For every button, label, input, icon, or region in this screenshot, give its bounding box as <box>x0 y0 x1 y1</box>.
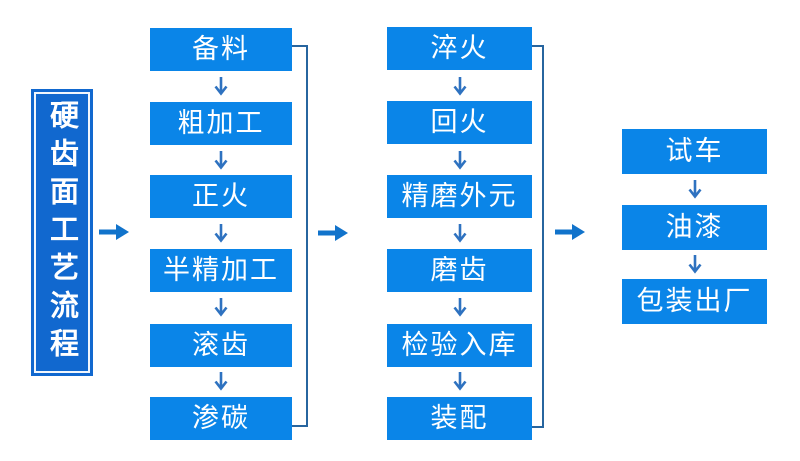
down-arrow-icon <box>214 224 228 243</box>
step-normalizing: 正火 <box>150 175 292 218</box>
step-label: 粗加工 <box>177 108 265 139</box>
step-test-run: 试车 <box>622 129 767 174</box>
step-painting: 油漆 <box>622 205 767 250</box>
step-label: 半精加工 <box>163 255 279 286</box>
step-label: 渗碳 <box>192 403 250 434</box>
down-arrow-icon <box>214 372 228 391</box>
step-label: 精磨外元 <box>401 181 518 212</box>
step-label: 备料 <box>192 34 250 65</box>
flow-title-inner-border: 硬齿面工艺流程 <box>34 92 90 373</box>
flow-title-box: 硬齿面工艺流程 <box>31 89 93 376</box>
step-label: 滚齿 <box>192 330 250 361</box>
right-arrow-icon <box>99 224 129 240</box>
step-prepare-materials: 备料 <box>150 28 292 71</box>
flow-title: 硬齿面工艺流程 <box>45 99 80 366</box>
step-quenching: 淬火 <box>387 27 532 70</box>
step-label: 正火 <box>192 181 250 212</box>
down-arrow-icon <box>688 180 702 199</box>
step-label: 油漆 <box>665 212 724 243</box>
step-inspection-warehousing: 检验入库 <box>387 324 532 367</box>
step-carburizing: 渗碳 <box>150 397 292 440</box>
down-arrow-icon <box>453 151 467 170</box>
down-arrow-icon <box>453 372 467 391</box>
step-packing-shipping: 包装出厂 <box>622 279 767 324</box>
down-arrow-icon <box>214 77 228 96</box>
step-label: 磨齿 <box>430 255 489 286</box>
step-tempering: 回火 <box>387 101 532 144</box>
step-label: 装配 <box>430 403 489 434</box>
step-label: 试车 <box>665 136 724 167</box>
step-semi-finishing: 半精加工 <box>150 249 292 292</box>
step-fine-grinding-outer-circle: 精磨外元 <box>387 175 532 218</box>
right-arrow-icon <box>555 224 585 240</box>
step-gear-grinding: 磨齿 <box>387 249 532 292</box>
return-connector-col2 <box>532 45 544 428</box>
step-label: 检验入库 <box>401 330 518 361</box>
step-label: 淬火 <box>430 33 489 64</box>
step-gear-hobbing: 滚齿 <box>150 324 292 367</box>
right-arrow-icon <box>318 225 348 241</box>
return-connector-col1 <box>292 45 308 427</box>
step-assembly: 装配 <box>387 397 532 440</box>
down-arrow-icon <box>688 255 702 274</box>
down-arrow-icon <box>453 298 467 317</box>
step-label: 回火 <box>430 107 489 138</box>
step-label: 包装出厂 <box>636 286 753 317</box>
down-arrow-icon <box>214 298 228 317</box>
down-arrow-icon <box>453 77 467 96</box>
step-rough-machining: 粗加工 <box>150 102 292 145</box>
down-arrow-icon <box>453 224 467 243</box>
down-arrow-icon <box>214 151 228 170</box>
